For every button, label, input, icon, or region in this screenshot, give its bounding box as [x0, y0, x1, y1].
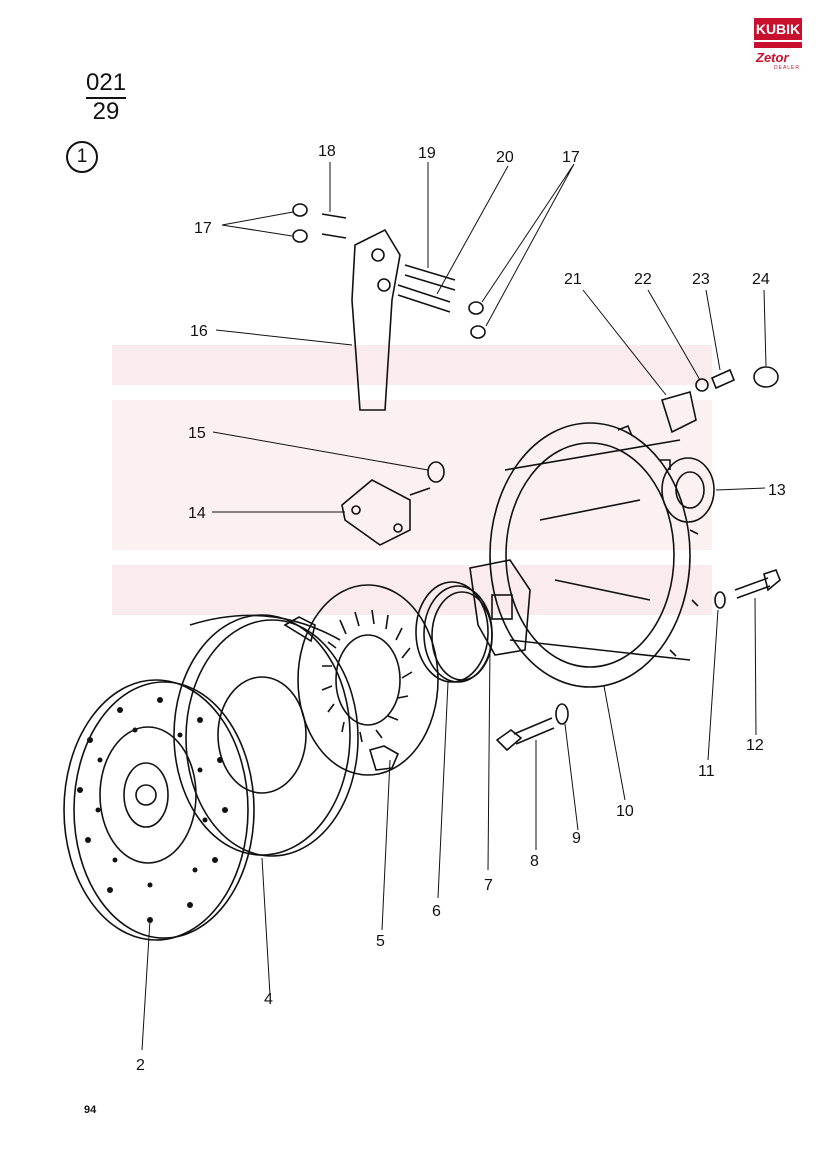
part-2-clutch-disc: [63, 679, 255, 941]
part-8-bolt: [495, 717, 555, 752]
part-10-housing: [489, 422, 699, 688]
part-22-washer: [695, 378, 709, 392]
callout-16: 16: [190, 323, 208, 340]
callout-labels: 2 4 5 6 7 8 9 10 11 12 13 14 15 16 17 17…: [136, 143, 786, 1074]
callout-22: 22: [634, 271, 652, 288]
callout-2: 2: [136, 1057, 145, 1074]
callout-24: 24: [752, 271, 770, 288]
part-14-fork: [341, 479, 431, 546]
part-18-pins: [321, 213, 347, 239]
part-24-nut: [753, 366, 779, 388]
callout-23: 23: [692, 271, 710, 288]
callout-17-right: 17: [562, 149, 580, 166]
section-number: 021 29: [86, 70, 127, 125]
callout-10: 10: [616, 803, 634, 820]
part-2-holes: [77, 697, 228, 923]
callout-5: 5: [376, 933, 385, 950]
callout-17-left: 17: [194, 220, 212, 237]
callout-9: 9: [572, 830, 581, 847]
part-19-pin: [404, 264, 456, 291]
part-4-pressure-plate: [173, 614, 359, 857]
callout-15: 15: [188, 425, 206, 442]
logo-bar: [754, 42, 802, 48]
part-23-bolt: [710, 368, 736, 390]
part-16-lever: [351, 228, 401, 411]
page-number: 94: [84, 1104, 97, 1116]
callout-18: 18: [318, 143, 336, 160]
part-11-washer: [714, 591, 726, 609]
callout-12: 12: [746, 737, 764, 754]
callout-14: 14: [188, 505, 206, 522]
logo-brand-text: KUBIK: [754, 18, 802, 40]
part-20-pin: [397, 284, 451, 313]
part-5-diaphragm-spring: [283, 584, 439, 776]
logo-dealer-text: DEALER: [774, 65, 801, 71]
part-21-plate: [660, 390, 697, 434]
part-12-bolt: [734, 569, 781, 599]
part-15-washer: [427, 461, 445, 483]
callout-11: 11: [698, 763, 715, 780]
leader-lines: [141, 162, 767, 1051]
brand-logo: KUBIK Zetor DEALER: [754, 18, 802, 71]
part-17-washers: [292, 203, 486, 339]
callout-8: 8: [530, 853, 539, 870]
watermark: [112, 345, 712, 615]
view-number: 1: [66, 141, 98, 173]
callout-21: 21: [564, 271, 582, 288]
section-number-bottom: 29: [92, 98, 120, 125]
section-number-top: 021: [86, 70, 127, 99]
callout-7: 7: [484, 877, 493, 894]
callout-20: 20: [496, 149, 514, 166]
callout-19: 19: [418, 145, 436, 162]
logo-sub-text: Zetor: [756, 50, 789, 65]
part-13-coupling: [661, 457, 715, 523]
part-6-ring: [415, 581, 493, 683]
part-9-washer: [555, 703, 569, 725]
callout-6: 6: [432, 903, 441, 920]
callout-13: 13: [768, 482, 786, 499]
callout-4: 4: [264, 991, 273, 1008]
